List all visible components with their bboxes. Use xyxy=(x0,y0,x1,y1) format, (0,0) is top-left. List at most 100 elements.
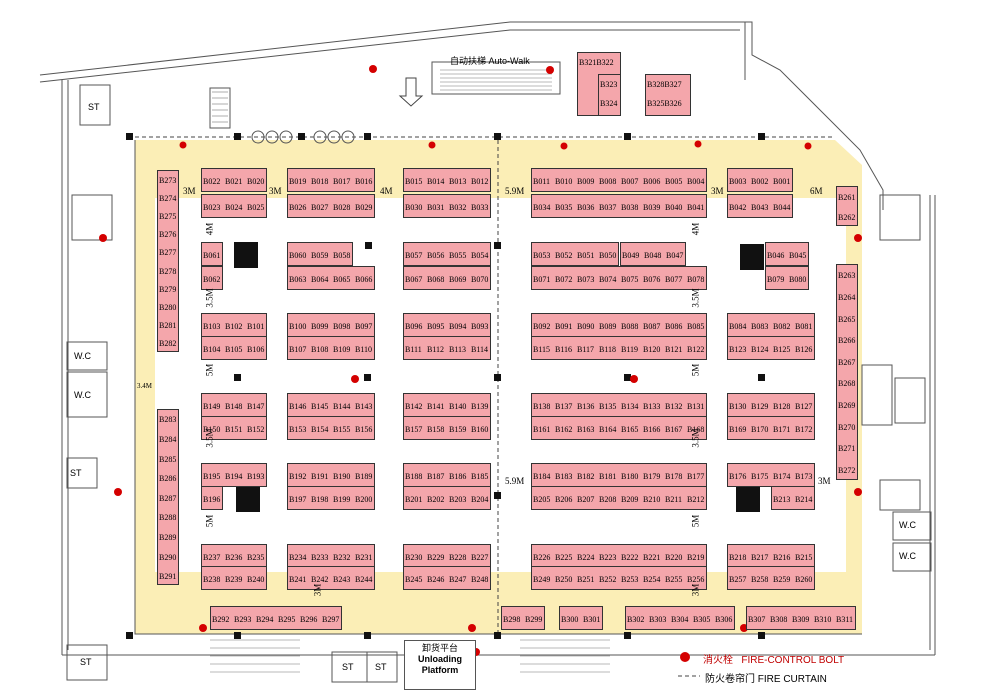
booth-b226[interactable]: B226 xyxy=(533,552,551,562)
booth-b092[interactable]: B092 xyxy=(533,321,551,331)
booth-b164[interactable]: B164 xyxy=(599,424,617,434)
booth-b229[interactable]: B229 xyxy=(427,552,445,562)
booth-b242[interactable]: B242 xyxy=(311,574,329,584)
booth-b149[interactable]: B149 xyxy=(203,401,221,411)
booth-b181[interactable]: B181 xyxy=(599,471,617,481)
booth-b120[interactable]: B120 xyxy=(643,344,661,354)
booth-b170[interactable]: B170 xyxy=(751,424,769,434)
booth-b182[interactable]: B182 xyxy=(577,471,595,481)
booth-b036[interactable]: B036 xyxy=(577,202,595,212)
booth-b252[interactable]: B252 xyxy=(599,574,617,584)
booth-b095[interactable]: B095 xyxy=(427,321,445,331)
booth-b176[interactable]: B176 xyxy=(729,471,747,481)
booth-b124[interactable]: B124 xyxy=(751,344,769,354)
booth-b209[interactable]: B209 xyxy=(621,494,639,504)
booth-b015[interactable]: B015 xyxy=(405,176,423,186)
booth-b083[interactable]: B083 xyxy=(751,321,769,331)
booth-b264[interactable]: B264 xyxy=(838,292,856,302)
booth-b324[interactable]: B324 xyxy=(600,99,618,108)
booth-b031[interactable]: B031 xyxy=(427,202,445,212)
booth-b285[interactable]: B285 xyxy=(159,454,177,464)
booth-b144[interactable]: B144 xyxy=(333,401,351,411)
booth-b070[interactable]: B070 xyxy=(471,274,489,284)
booth-b202[interactable]: B202 xyxy=(427,494,445,504)
booth-b030[interactable]: B030 xyxy=(405,202,423,212)
booth-b174[interactable]: B174 xyxy=(773,471,791,481)
booth-b323[interactable]: B323 xyxy=(600,80,618,89)
booth-b220[interactable]: B220 xyxy=(665,552,683,562)
booth-b325[interactable]: B325 xyxy=(647,99,665,108)
booth-b234[interactable]: B234 xyxy=(289,552,307,562)
booth-b292[interactable]: B292 xyxy=(212,614,230,624)
booth-b007[interactable]: B007 xyxy=(621,176,639,186)
booth-b112[interactable]: B112 xyxy=(427,344,445,354)
booth-b296[interactable]: B296 xyxy=(300,614,318,624)
booth-b281[interactable]: B281 xyxy=(159,321,177,331)
booth-b269[interactable]: B269 xyxy=(838,400,856,410)
booth-b094[interactable]: B094 xyxy=(449,321,467,331)
booth-b128[interactable]: B128 xyxy=(773,401,791,411)
booth-b082[interactable]: B082 xyxy=(773,321,791,331)
booth-b222[interactable]: B222 xyxy=(621,552,639,562)
booth-b299[interactable]: B299 xyxy=(525,614,543,624)
booth-b309[interactable]: B309 xyxy=(792,614,810,624)
booth-b148[interactable]: B148 xyxy=(225,401,243,411)
booth-b305[interactable]: B305 xyxy=(693,614,711,624)
booth-b033[interactable]: B033 xyxy=(471,202,489,212)
booth-b133[interactable]: B133 xyxy=(643,401,661,411)
booth-b020[interactable]: B020 xyxy=(247,176,265,186)
booth-b237[interactable]: B237 xyxy=(203,552,221,562)
booth-b171[interactable]: B171 xyxy=(773,424,791,434)
booth-b066[interactable]: B066 xyxy=(355,274,373,284)
booth-b277[interactable]: B277 xyxy=(159,248,177,258)
booth-b019[interactable]: B019 xyxy=(289,176,307,186)
booth-b155[interactable]: B155 xyxy=(333,424,351,434)
booth-b243[interactable]: B243 xyxy=(333,574,351,584)
booth-b108[interactable]: B108 xyxy=(311,344,329,354)
booth-b021[interactable]: B021 xyxy=(225,176,243,186)
booth-b154[interactable]: B154 xyxy=(311,424,329,434)
booth-b132[interactable]: B132 xyxy=(665,401,683,411)
booth-b150[interactable]: B150 xyxy=(203,424,221,434)
booth-b282[interactable]: B282 xyxy=(159,339,177,349)
booth-b146[interactable]: B146 xyxy=(289,401,307,411)
booth-b125[interactable]: B125 xyxy=(773,344,791,354)
booth-b184[interactable]: B184 xyxy=(533,471,551,481)
booth-b110[interactable]: B110 xyxy=(355,344,373,354)
booth-b166[interactable]: B166 xyxy=(643,424,661,434)
booth-b161[interactable]: B161 xyxy=(533,424,551,434)
booth-b177[interactable]: B177 xyxy=(687,471,705,481)
booth-b291[interactable]: B291 xyxy=(159,572,177,582)
booth-b045[interactable]: B045 xyxy=(789,250,807,260)
booth-b116[interactable]: B116 xyxy=(555,344,573,354)
booth-b198[interactable]: B198 xyxy=(311,494,329,504)
booth-b119[interactable]: B119 xyxy=(621,344,639,354)
booth-b080[interactable]: B080 xyxy=(789,274,807,284)
booth-b129[interactable]: B129 xyxy=(751,401,769,411)
booth-b126[interactable]: B126 xyxy=(795,344,813,354)
booth-b260[interactable]: B260 xyxy=(795,574,813,584)
booth-b241[interactable]: B241 xyxy=(289,574,307,584)
booth-b273[interactable]: B273 xyxy=(159,175,177,185)
booth-b244[interactable]: B244 xyxy=(355,574,373,584)
booth-b232[interactable]: B232 xyxy=(333,552,351,562)
booth-b061[interactable]: B061 xyxy=(203,250,221,260)
booth-b217[interactable]: B217 xyxy=(751,552,769,562)
